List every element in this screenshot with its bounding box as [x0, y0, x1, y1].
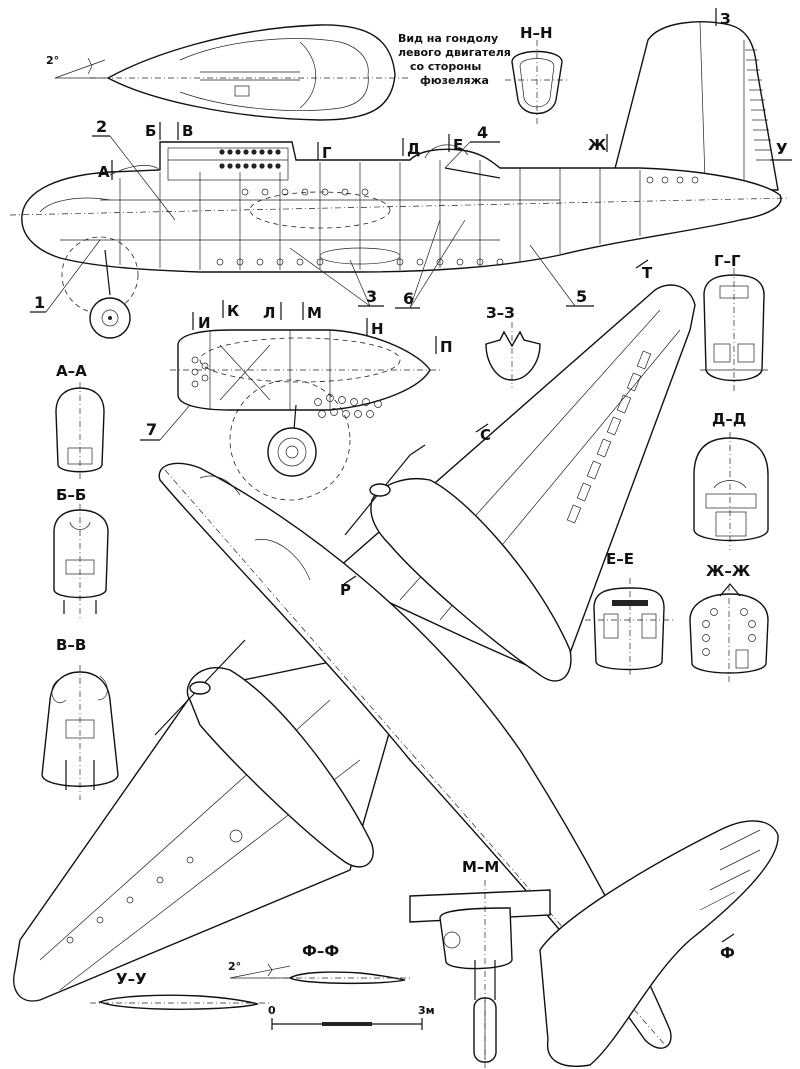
marker-d: Д: [407, 140, 420, 158]
marker-i: И: [198, 314, 211, 332]
section-uu-label: У–У: [116, 970, 147, 988]
section-nn-label: Н–Н: [520, 24, 553, 42]
callout-1: 1: [34, 293, 45, 312]
marker-f: Ф: [720, 944, 735, 962]
marker-p: П: [440, 338, 453, 356]
note-line-1: Вид на гондолу: [398, 32, 498, 45]
section-dd: Д–Д: [693, 410, 769, 550]
marker-l: Л: [263, 304, 275, 322]
note-line-3: со стороны: [410, 60, 481, 73]
tail-angle-label: 2°: [228, 960, 241, 973]
nacelle-side-view: [170, 329, 440, 501]
callout-4: 4: [477, 123, 488, 142]
marker-t: Т: [642, 264, 653, 282]
callout-7: 7: [146, 420, 157, 439]
marker-n: Н: [371, 320, 384, 338]
nacelle-top-view: 2°: [46, 24, 410, 121]
section-aa-label: А–А: [56, 362, 87, 380]
section-bb-label: Б–Б: [56, 486, 86, 504]
section-mm-label: М–М: [462, 858, 499, 876]
marker-z: З: [720, 10, 731, 28]
nacelle-view-note: Вид на гондолу левого двигателя со сторо…: [398, 32, 511, 87]
marker-m: М: [307, 304, 322, 322]
section-dd-label: Д–Д: [712, 410, 746, 428]
section-uu: У–У: [90, 970, 270, 1010]
section-ee: Е–Е: [585, 550, 675, 678]
marker-s: С: [480, 426, 491, 444]
scale-start-label: 0: [268, 1004, 276, 1017]
marker-r: Р: [340, 581, 351, 599]
marker-g: Г: [322, 144, 332, 162]
nacelle-angle-label: 2°: [46, 54, 59, 67]
section-zz: З–З: [485, 304, 541, 388]
section-vv: В–В: [41, 636, 119, 800]
callout-3: 3: [366, 287, 377, 306]
scale-bar: 0 3м: [268, 1004, 435, 1030]
callout-6: 6: [403, 289, 414, 308]
section-ff: Ф–Ф 2°: [228, 942, 410, 985]
side-view-markers: А Б В Г Д Е Ж З У: [98, 8, 792, 181]
note-line-4: фюзеляжа: [420, 74, 489, 87]
plan-view: [13, 284, 779, 1067]
section-ff-label: Ф–Ф: [302, 942, 339, 960]
callout-5: 5: [576, 287, 587, 306]
section-zz-label: З–З: [486, 304, 515, 322]
section-gg: Г–Г: [700, 252, 768, 392]
nacelle-markers: И К Л М Н П: [192, 300, 453, 356]
section-vv-label: В–В: [56, 636, 86, 654]
marker-e: Е: [453, 136, 463, 154]
section-zhzh-label: Ж–Ж: [706, 562, 751, 580]
plan-markers: Т С Р Ф: [340, 259, 735, 962]
marker-a: А: [98, 163, 110, 181]
section-gg-label: Г–Г: [714, 252, 741, 270]
section-ee-label: Е–Е: [606, 550, 634, 568]
section-zhzh: Ж–Ж: [689, 562, 769, 682]
section-aa: А–А: [55, 362, 105, 482]
scale-end-label: 3м: [418, 1004, 435, 1017]
marker-zh: Ж: [588, 136, 607, 154]
fuselage-side-view: [9, 21, 791, 339]
marker-v: В: [182, 122, 193, 140]
callouts: 2 4 3 6 5 1 7: [30, 117, 594, 441]
section-nn: Н–Н: [505, 24, 570, 125]
marker-u: У: [776, 140, 788, 158]
callout-2: 2: [96, 117, 107, 136]
section-bb: Б–Б: [53, 486, 109, 620]
marker-b: Б: [145, 122, 156, 140]
marker-k: К: [227, 302, 240, 320]
note-line-2: левого двигателя: [398, 46, 511, 59]
section-mm: М–М: [409, 858, 551, 1068]
